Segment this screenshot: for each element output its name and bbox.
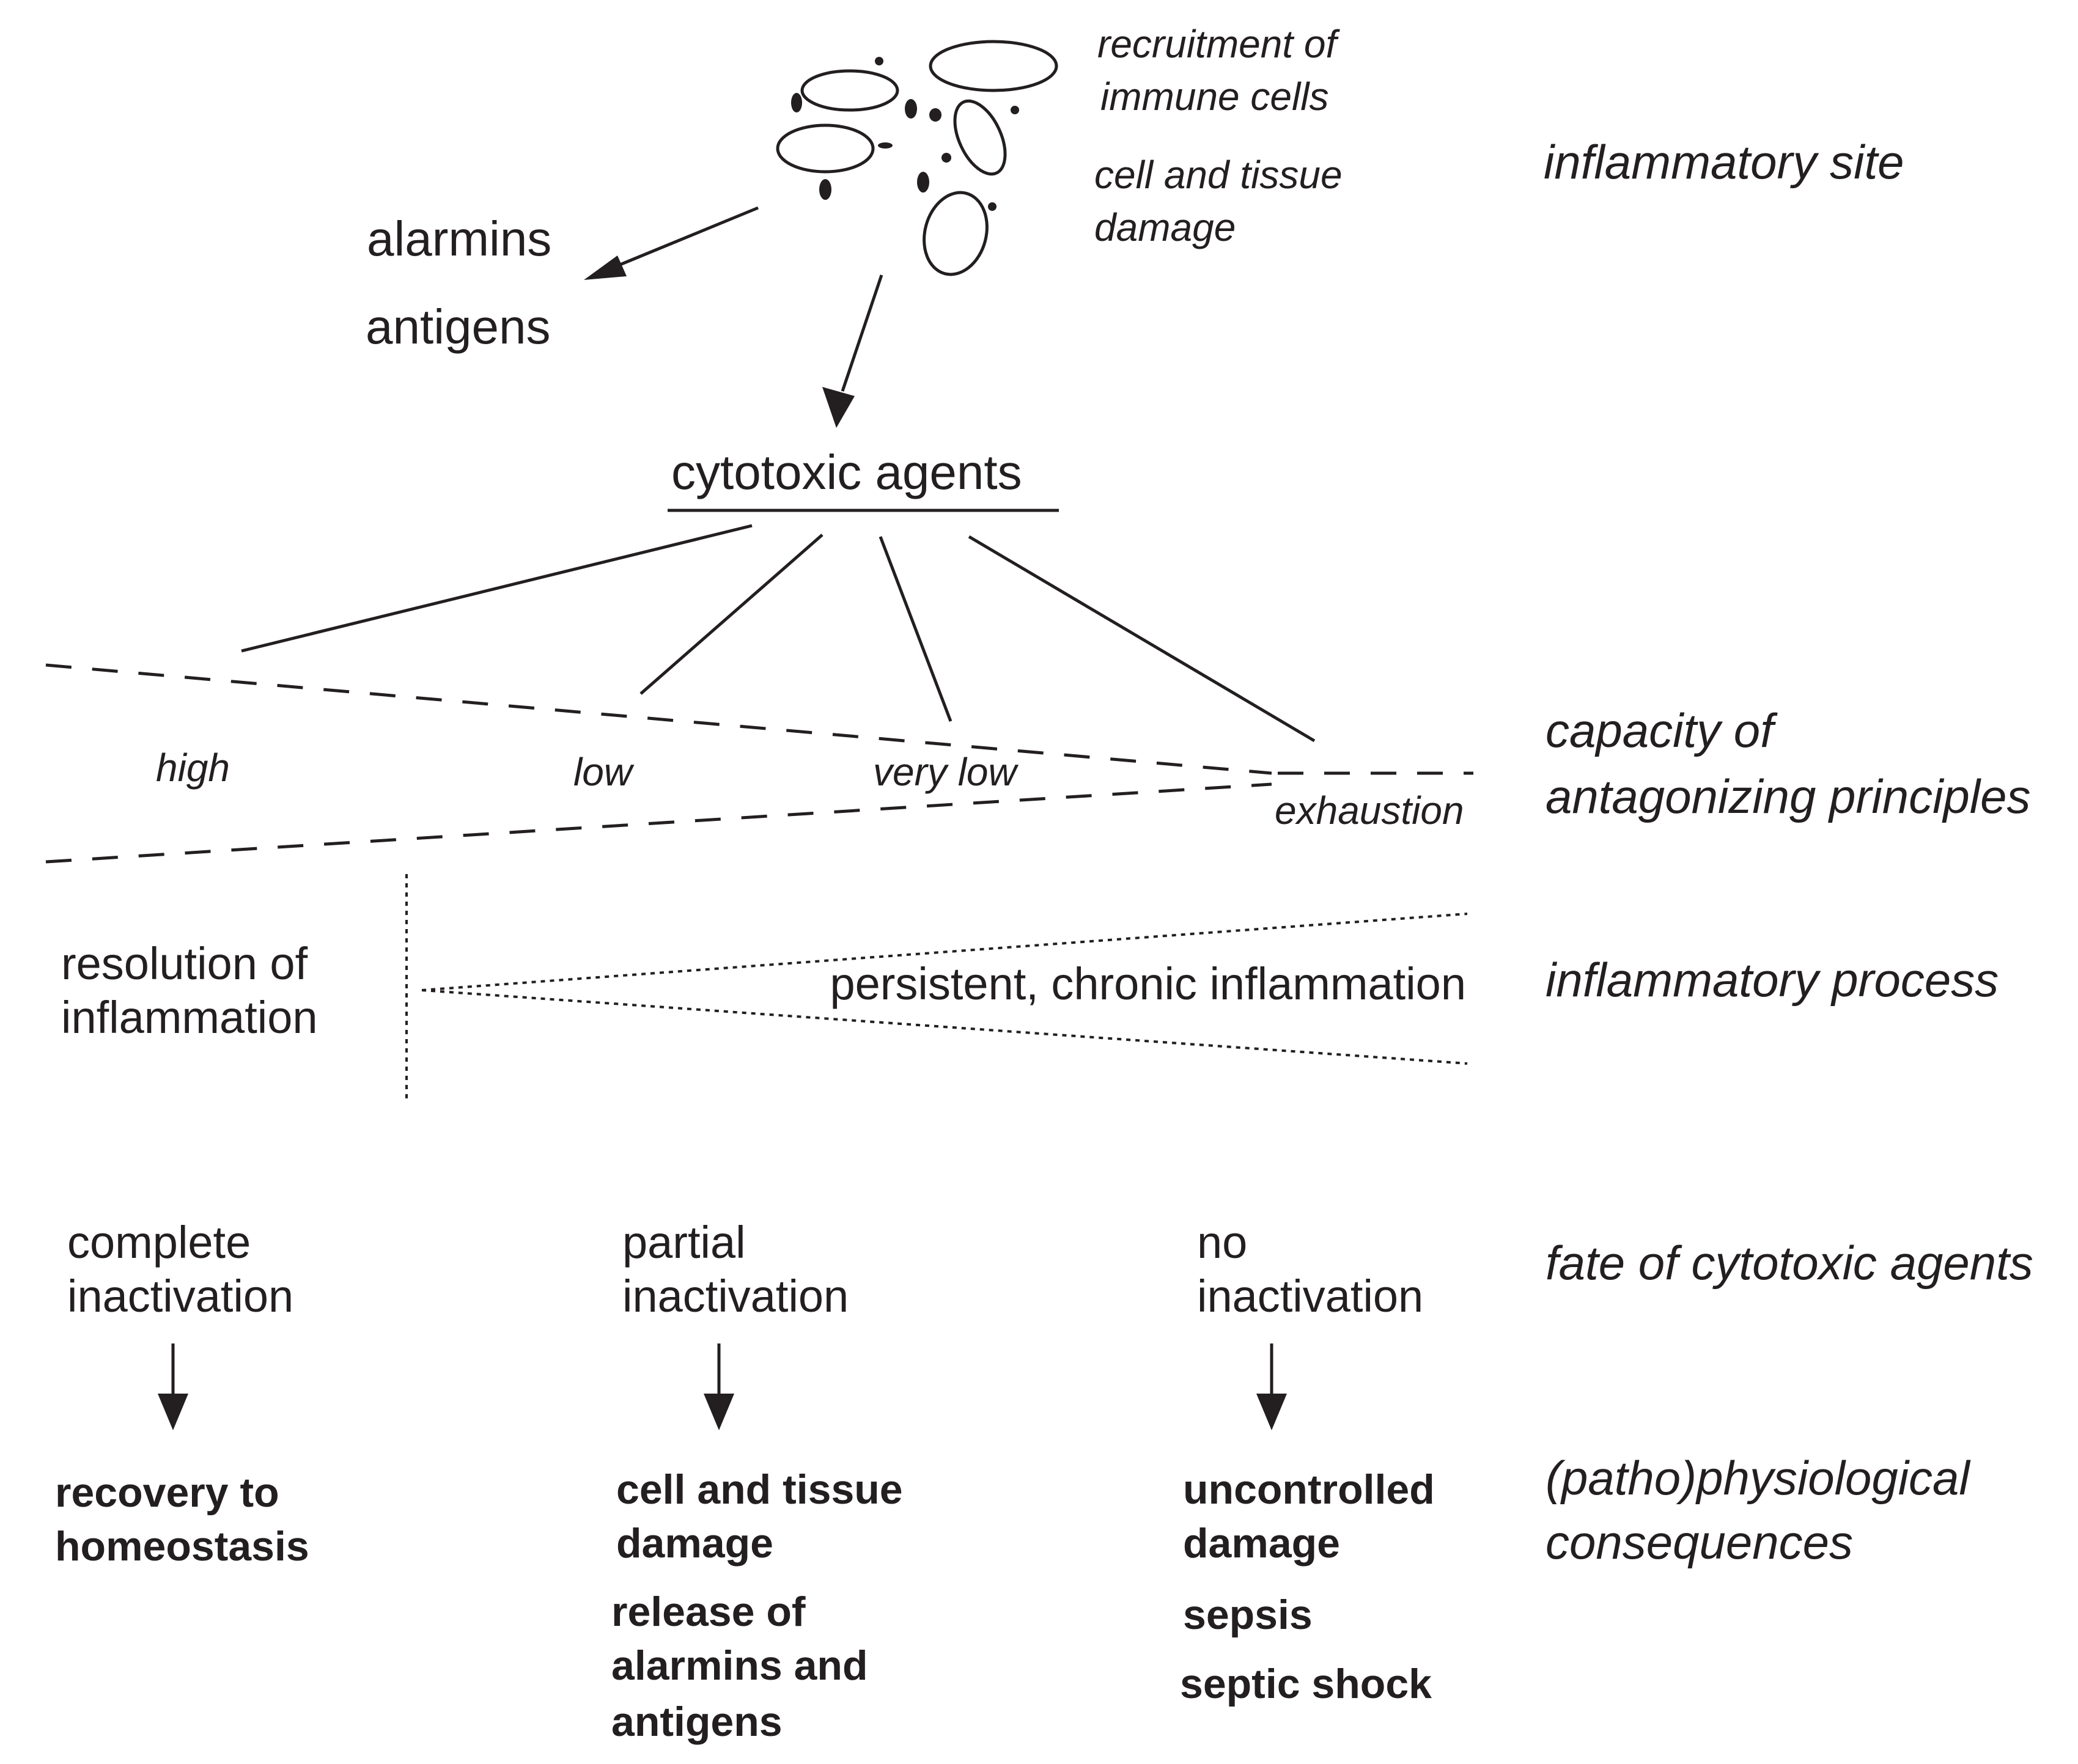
capacity-exhaustion-label: exhaustion bbox=[1275, 788, 1464, 832]
cytotoxic-fan-lines bbox=[241, 524, 1316, 743]
resolution-label-line1: resolution of bbox=[61, 938, 308, 989]
consequence-recovery-line1: recovery to bbox=[55, 1469, 279, 1516]
immune-cell bbox=[953, 99, 1007, 176]
fate-partial-line2: inactivation bbox=[622, 1271, 849, 1321]
immune-cell-cluster bbox=[776, 40, 1058, 276]
debris-particle bbox=[819, 179, 831, 200]
recruitment-label-line2: immune cells bbox=[1100, 75, 1328, 119]
debris-particle bbox=[878, 142, 893, 149]
side-label-inflammatory-process: inflammatory process bbox=[1546, 953, 1999, 1007]
capacity-low-label: low bbox=[573, 750, 635, 794]
fate-partial-line1: partial bbox=[622, 1217, 746, 1268]
debris-particle bbox=[929, 108, 941, 122]
consequence-uncontrolled-line2: damage bbox=[1183, 1520, 1340, 1567]
antigens-label: antigens bbox=[366, 300, 550, 354]
immune-cell bbox=[776, 123, 875, 174]
capacity-very-low-label: very low bbox=[873, 750, 1019, 794]
inflammatory-process-lines bbox=[405, 874, 1468, 1103]
side-label-consequences-line1: (patho)physiological bbox=[1546, 1451, 1971, 1505]
side-label-consequences-line2: consequences bbox=[1546, 1515, 1853, 1569]
consequence-release-line1: release of bbox=[611, 1589, 806, 1635]
alarmins-label: alarmins bbox=[367, 211, 551, 266]
fate-complete-line1: complete bbox=[67, 1217, 251, 1268]
debris-particle bbox=[917, 172, 929, 193]
capacity-high-label: high bbox=[156, 746, 230, 790]
debris-particle bbox=[1011, 106, 1019, 114]
consequence-septic-shock: septic shock bbox=[1180, 1661, 1432, 1707]
immune-cell bbox=[800, 69, 899, 112]
site-damage-label-line2: damage bbox=[1094, 205, 1236, 249]
consequence-uncontrolled-line1: uncontrolled bbox=[1183, 1466, 1435, 1513]
arrow-complete-to-recovery bbox=[158, 1343, 188, 1430]
arrow-partial-to-damage bbox=[704, 1343, 734, 1430]
arrow-to-cytotoxic-agents bbox=[822, 274, 883, 428]
arrow-none-to-uncontrolled bbox=[1256, 1343, 1287, 1430]
consequence-release-line2: alarmins and bbox=[611, 1642, 868, 1689]
consequence-damage-line2: damage bbox=[616, 1520, 773, 1567]
immune-cell bbox=[923, 191, 989, 276]
fate-complete-line2: inactivation bbox=[67, 1271, 293, 1321]
capacity-wedge bbox=[45, 663, 1473, 864]
fate-none-line2: inactivation bbox=[1197, 1271, 1423, 1321]
debris-particle bbox=[875, 57, 883, 65]
debris-particle bbox=[791, 93, 802, 112]
debris-particle bbox=[905, 99, 917, 119]
arrow-to-alarmins bbox=[584, 206, 759, 280]
site-damage-label-line1: cell and tissue bbox=[1094, 153, 1343, 197]
resolution-label-line2: inflammation bbox=[61, 992, 318, 1043]
immune-cell bbox=[929, 40, 1058, 92]
side-label-capacity-line2: antagonizing principles bbox=[1546, 770, 2031, 823]
consequence-recovery-line2: homeostasis bbox=[55, 1523, 309, 1570]
consequence-damage-line1: cell and tissue bbox=[616, 1466, 903, 1513]
debris-particle bbox=[941, 153, 951, 163]
recruitment-label-line1: recruitment of bbox=[1097, 22, 1340, 66]
debris-particle bbox=[988, 202, 997, 211]
side-label-capacity-line1: capacity of bbox=[1546, 704, 1778, 757]
persistent-inflammation-label: persistent, chronic inflammation bbox=[830, 958, 1466, 1009]
fate-none-line1: no bbox=[1197, 1217, 1247, 1268]
consequence-sepsis: sepsis bbox=[1183, 1592, 1313, 1638]
side-label-fate: fate of cytotoxic agents bbox=[1546, 1236, 2033, 1290]
side-label-inflammatory-site: inflammatory site bbox=[1544, 135, 1904, 189]
consequence-release-line3: antigens bbox=[611, 1699, 783, 1745]
cytotoxic-agents-label: cytotoxic agents bbox=[671, 445, 1022, 499]
